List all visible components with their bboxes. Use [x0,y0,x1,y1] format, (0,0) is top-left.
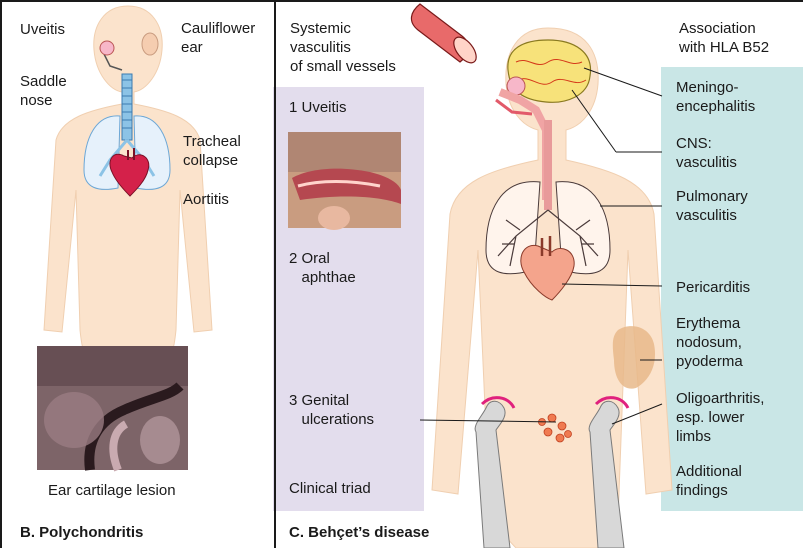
panel-b-title: B. Polychondritis [20,523,143,542]
finding-pulmonary-vasculitis: Pulmonary vasculitis [676,187,748,225]
panel-divider [274,0,276,548]
label-tracheal-collapse: Tracheal collapse [183,132,241,170]
label-hla-association: Association with HLA B52 [679,19,769,57]
finding-meningoencephalitis: Meningo- encephalitis [676,78,755,116]
triad-caption: Clinical triad [289,479,371,498]
finding-oligoarthritis: Oligoarthritis, esp. lower limbs [676,389,764,446]
finding-additional: Additional findings [676,462,742,500]
finding-erythema-nodosum: Erythema nodosum, pyoderma [676,314,743,371]
label-uveitis-b: Uveitis [20,20,65,39]
photo-caption-ear: Ear cartilage lesion [48,481,176,500]
ear-cartilage-photo [37,346,188,470]
triad-item-uveitis: 1 Uveitis [289,98,347,117]
triad-item-genital-ulcerations: 3 Genital ulcerations [289,391,374,429]
panel-c-title: C. Behçet’s disease [289,523,429,542]
finding-pericarditis: Pericarditis [676,278,750,297]
label-systemic-vasculitis: Systemic vasculitis of small vessels [290,19,396,76]
label-aortitis: Aortitis [183,190,229,209]
polychondritis-body-figure [44,6,212,362]
blood-vessel-icon [411,4,480,67]
top-rule [0,0,803,2]
oral-aphthae-photo [288,132,401,230]
triad-item-oral-aphthae: 2 Oral aphthae [289,249,356,287]
left-border [0,0,2,548]
finding-cns-vasculitis: CNS: vasculitis [676,134,737,172]
label-cauliflower-ear: Cauliflower ear [181,19,255,57]
label-saddle-nose: Saddle nose [20,72,67,110]
